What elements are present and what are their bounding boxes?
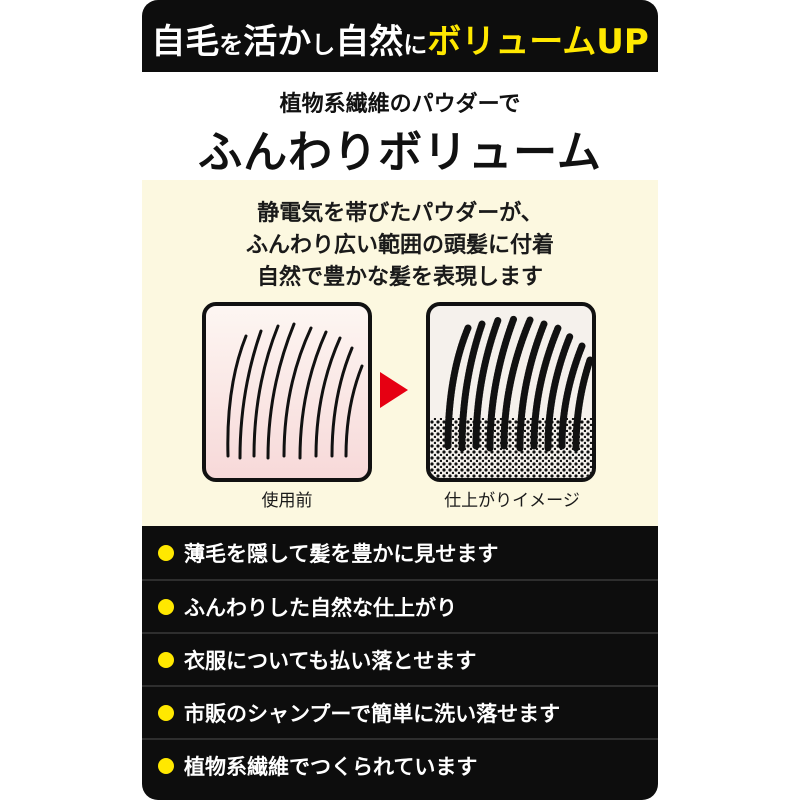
description-line: 静電気を帯びたパウダーが、 [257,201,543,226]
bullet-icon [158,544,174,561]
feature-text: 植物系繊維でつくられています [184,754,478,779]
after-caption: 仕上がりイメージ [444,491,580,511]
before-illustration [202,302,372,482]
list-item: 市販のシャンプーで簡単に洗い落せます [142,685,658,738]
bullet-icon [158,757,174,774]
list-item: ふんわりした自然な仕上がり [142,579,658,632]
arrow-right-icon [380,372,408,408]
before-caption: 使用前 [261,491,313,511]
description-line: 自然で豊かな髪を表現します [256,265,543,290]
feature-text: 衣服についても払い落とせます [184,648,477,673]
headline-part: し [311,31,336,59]
thick-hair-icon [430,314,592,478]
description-line: ふんわり広い範囲の頭髪に付着 [245,233,554,258]
feature-text: ふんわりした自然な仕上がり [184,595,457,620]
bullet-icon [158,704,174,721]
after-illustration [426,302,596,482]
product-info-card: 自毛 を 活か し 自然 に ボリュームUP 植物系繊維のパウダーで ふんわりボ… [142,0,658,800]
feature-text: 薄毛を隠して髪を豊かに見せます [184,541,499,566]
feature-list: 薄毛を隠して髪を豊かに見せます ふんわりした自然な仕上がり 衣服についても払い落… [142,526,658,791]
thin-hair-icon [226,322,364,460]
main-title: ふんわりボリューム [198,127,602,178]
headline-part: 活か [243,22,312,62]
description-box: 静電気を帯びたパウダーが、 ふんわり広い範囲の頭髪に付着 自然で豊かな髪を表現し… [142,180,658,526]
headline-part: に [403,31,428,59]
headline-part: を [219,31,244,59]
headline-part: 自毛 [151,22,220,62]
headline-part: 自然 [335,22,404,62]
list-item: 薄毛を隠して髪を豊かに見せます [142,526,658,579]
list-item: 植物系繊維でつくられています [142,738,658,791]
bullet-icon [158,598,174,615]
feature-text: 市販のシャンプーで簡単に洗い落せます [184,701,561,726]
headline: 自毛 を 活か し 自然 に ボリュームUP [142,14,658,66]
title-box: 植物系繊維のパウダーで ふんわりボリューム [142,72,658,180]
list-item: 衣服についても払い落とせます [142,632,658,685]
headline-highlight: ボリュームUP [427,22,649,62]
description: 静電気を帯びたパウダーが、 ふんわり広い範囲の頭髪に付着 自然で豊かな髪を表現し… [142,198,658,294]
bullet-icon [158,651,174,668]
subtitle: 植物系繊維のパウダーで [279,92,521,117]
